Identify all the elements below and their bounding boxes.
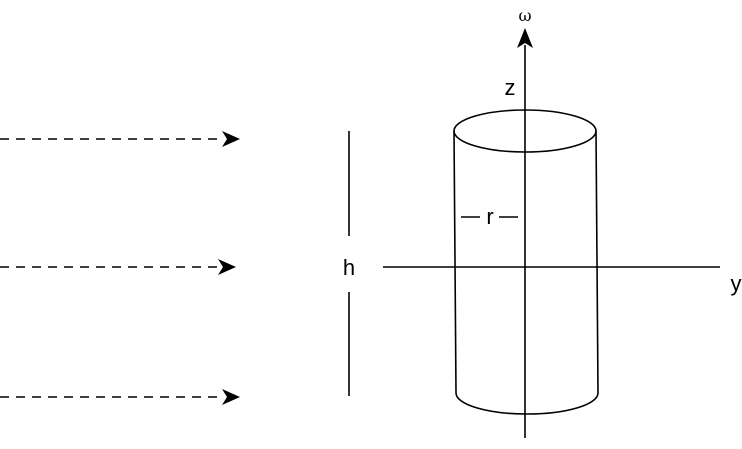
y-axis-label: y [731,271,742,296]
radius-label: r [486,204,493,229]
cylinder [453,109,599,415]
z-axis: z ω [505,6,533,438]
incoming-flow-arrows [0,131,240,405]
z-axis-arrowhead [517,28,533,48]
height-dimension: h [343,131,355,396]
flow-arrow-top [0,131,240,147]
radius-marker: r [461,204,518,229]
cylinder-right-side [595,130,599,394]
z-axis-label: z [505,75,516,100]
omega-label: ω [518,6,531,25]
height-label: h [343,255,355,280]
cylinder-bottom-arc [455,392,599,415]
cylinder-left-side [453,130,457,394]
flow-arrow-bottom [0,389,240,405]
flow-arrow-middle [0,259,236,275]
y-axis: y [383,266,742,296]
